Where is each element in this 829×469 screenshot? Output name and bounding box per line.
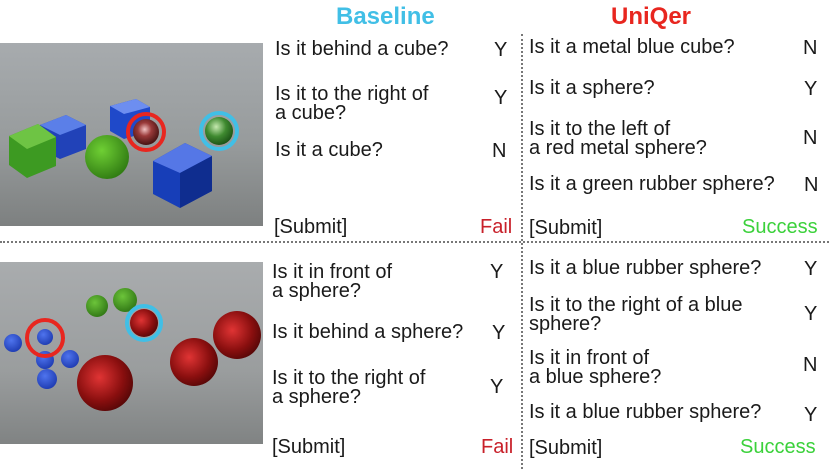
scene-image-2 [0,262,263,444]
question-text: Is it to the right of a sphere? [272,367,426,408]
submit-label: [Submit] [529,217,603,239]
question-text: Is it in front of a blue sphere? [529,347,662,388]
answer-label: N [803,127,818,149]
answer-label: Y [804,404,818,426]
answer-label: Y [494,39,508,61]
question-text: Is it a green rubber sphere? [529,173,775,195]
submit-label: [Submit] [529,437,603,459]
result-success: Success [742,216,818,238]
question-text: Is it to the right of a cube? [275,83,429,124]
answer-label: Y [492,322,506,344]
answer-label: Y [490,376,504,398]
scene-image-1 [0,43,263,226]
submit-label: [Submit] [274,216,348,238]
submit-label: [Submit] [272,436,346,458]
question-text: Is it a cube? [275,139,383,161]
answer-label: N [492,140,507,162]
answer-label: N [804,174,819,196]
question-text: Is it in front of a sphere? [272,261,393,302]
answer-label: Y [804,258,818,280]
question-text: Is it to the right of a blue sphere? [529,294,743,335]
baseline-header: Baseline [336,3,435,30]
answer-label: Y [804,78,818,100]
question-text: Is it behind a cube? [275,38,449,60]
answer-label: Y [494,87,508,109]
result-fail: Fail [481,436,514,458]
question-text: Is it a blue rubber sphere? [529,257,762,279]
answer-label: Y [490,261,504,283]
answer-label: N [803,354,818,376]
question-text: Is it a metal blue cube? [529,36,735,58]
question-text: Is it a blue rubber sphere? [529,401,762,423]
answer-label: N [803,37,818,59]
result-success: Success [740,436,816,458]
answer-label: Y [804,303,818,325]
row-divider [0,241,829,243]
uniqer-header: UniQer [611,3,692,30]
question-text: Is it a sphere? [529,77,655,99]
result-fail: Fail [480,216,513,238]
column-divider [521,34,523,469]
question-text: Is it to the left of a red metal sphere? [529,118,707,159]
question-text: Is it behind a sphere? [272,321,464,343]
